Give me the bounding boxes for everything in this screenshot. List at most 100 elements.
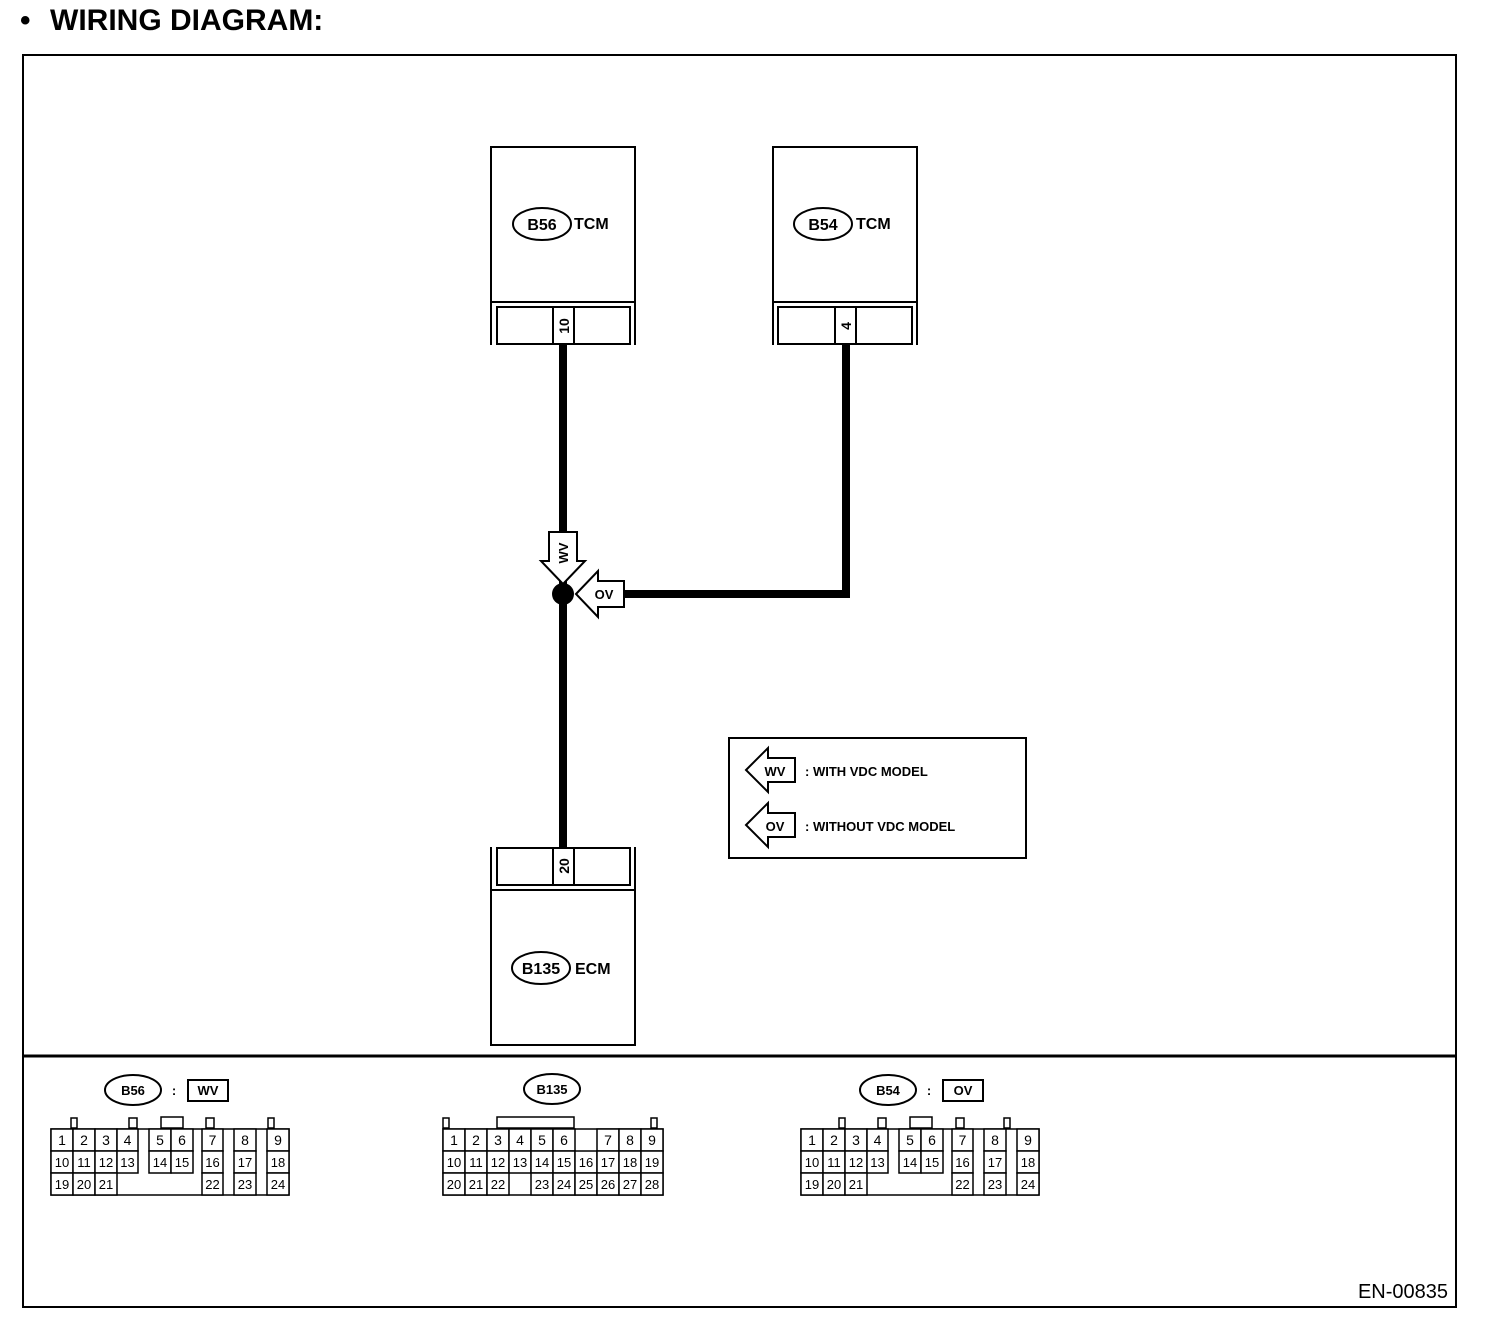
b135-connector-id: B135 <box>522 961 560 978</box>
conn-b56-code: WV <box>198 1083 219 1098</box>
module-b56-tcm: 10 B56 TCM <box>490 146 636 345</box>
pin-cell <box>920 1150 944 1174</box>
pin-number: 6 <box>560 1132 568 1148</box>
pin-number: 12 <box>491 1155 505 1170</box>
pin-number: 15 <box>175 1155 189 1170</box>
ov-marker-label: OV <box>595 587 614 602</box>
legend-ov-text: : WITHOUT VDC MODEL <box>805 819 955 834</box>
pin-number: 18 <box>1021 1155 1035 1170</box>
splice-point <box>552 583 574 605</box>
pin-number: 11 <box>77 1155 91 1170</box>
b54-connector-id: B54 <box>808 217 837 234</box>
pin-cell <box>983 1172 1007 1196</box>
b54-module-name: TCM <box>856 216 891 233</box>
conn-b54-code: OV <box>954 1083 973 1098</box>
pin-number: 1 <box>450 1132 458 1148</box>
pin-number: 5 <box>906 1132 914 1148</box>
pin-number: 21 <box>99 1177 113 1192</box>
pin-number: 26 <box>601 1177 615 1192</box>
pin-number: 18 <box>271 1155 285 1170</box>
connector-view-b135-label: B135 <box>523 1073 581 1105</box>
pin-number: 10 <box>805 1155 819 1170</box>
pin-number: 22 <box>491 1177 505 1192</box>
pin-number: 25 <box>579 1177 593 1192</box>
pin-number: 15 <box>925 1155 939 1170</box>
pin-number: 1 <box>808 1132 816 1148</box>
pin-number: 23 <box>988 1177 1002 1192</box>
legend-ov-code: OV <box>766 819 785 834</box>
pin-number: 3 <box>494 1132 502 1148</box>
pin-number: 28 <box>645 1177 659 1192</box>
legend-wv-code: WV <box>765 764 786 779</box>
b56-connector-id: B56 <box>527 217 556 234</box>
pin-number: 16 <box>579 1155 593 1170</box>
wv-marker-label: WV <box>556 542 571 563</box>
module-b54-tcm: 4 B54 TCM <box>772 146 918 345</box>
pin-number: 23 <box>535 1177 549 1192</box>
connector-view-b56-label: B56 : WV <box>104 1074 229 1106</box>
pin-number: 24 <box>557 1177 571 1192</box>
pin-number: 16 <box>205 1155 219 1170</box>
pin-number: 24 <box>271 1177 285 1192</box>
b54-connector-block <box>777 306 913 345</box>
pin-number: 1 <box>58 1132 66 1148</box>
pin-number: 8 <box>626 1132 634 1148</box>
pin-number: 14 <box>903 1155 917 1170</box>
b56-pin-label: 10 <box>556 318 572 334</box>
pin-number: 2 <box>80 1132 88 1148</box>
pin-number: 2 <box>472 1132 480 1148</box>
pin-number: 4 <box>516 1132 524 1148</box>
b54-pin-label: 4 <box>838 322 854 330</box>
pin-number: 13 <box>513 1155 527 1170</box>
pin-cell <box>116 1150 139 1174</box>
pin-cell <box>201 1172 224 1196</box>
pin-number: 9 <box>648 1132 656 1148</box>
pin-number: 23 <box>238 1177 252 1192</box>
b56-connector-block <box>496 306 631 345</box>
pin-number: 5 <box>538 1132 546 1148</box>
pin-number: 11 <box>469 1155 483 1170</box>
pin-number: 3 <box>852 1132 860 1148</box>
b56-connector-oval <box>512 207 572 241</box>
pin-number: 14 <box>153 1155 167 1170</box>
pin-number: 7 <box>604 1132 612 1148</box>
pin-number: 16 <box>955 1155 969 1170</box>
b56-module-name: TCM <box>574 216 609 233</box>
pin-number: 17 <box>988 1155 1002 1170</box>
pin-number: 4 <box>124 1132 132 1148</box>
pin-number: 15 <box>557 1155 571 1170</box>
pin-cell <box>951 1172 974 1196</box>
pin-cell <box>640 1172 664 1196</box>
pin-number: 21 <box>849 1177 863 1192</box>
pin-number: 3 <box>102 1132 110 1148</box>
pin-number: 9 <box>1024 1132 1032 1148</box>
pin-number: 17 <box>238 1155 252 1170</box>
wv-marker-arrow: WV <box>538 531 588 586</box>
pin-number: 7 <box>209 1132 217 1148</box>
legend-ov-arrow <box>744 800 796 850</box>
pin-number: 7 <box>959 1132 967 1148</box>
pin-number: 17 <box>601 1155 615 1170</box>
connector-view-b54-label: B54 : OV <box>859 1074 984 1106</box>
pin-cell <box>170 1150 194 1174</box>
pin-cell <box>844 1172 868 1196</box>
title-bullet: • <box>20 4 31 37</box>
pin-number: 13 <box>870 1155 884 1170</box>
legend-wv-text: : WITH VDC MODEL <box>805 764 928 779</box>
pin-number: 12 <box>99 1155 113 1170</box>
page-title: WIRING DIAGRAM: <box>50 4 323 37</box>
pin-number: 10 <box>55 1155 69 1170</box>
pin-number: 19 <box>805 1177 819 1192</box>
pin-number: 20 <box>447 1177 461 1192</box>
pin-number: 18 <box>623 1155 637 1170</box>
ov-marker-arrow: OV <box>574 568 625 620</box>
pin-cell <box>866 1150 889 1174</box>
conn-b56-colon: : <box>172 1083 176 1098</box>
b135-connector-oval <box>511 951 571 985</box>
pin-cell <box>486 1172 510 1196</box>
pin-number: 14 <box>535 1155 549 1170</box>
pin-number: 22 <box>205 1177 219 1192</box>
pin-number: 13 <box>120 1155 134 1170</box>
